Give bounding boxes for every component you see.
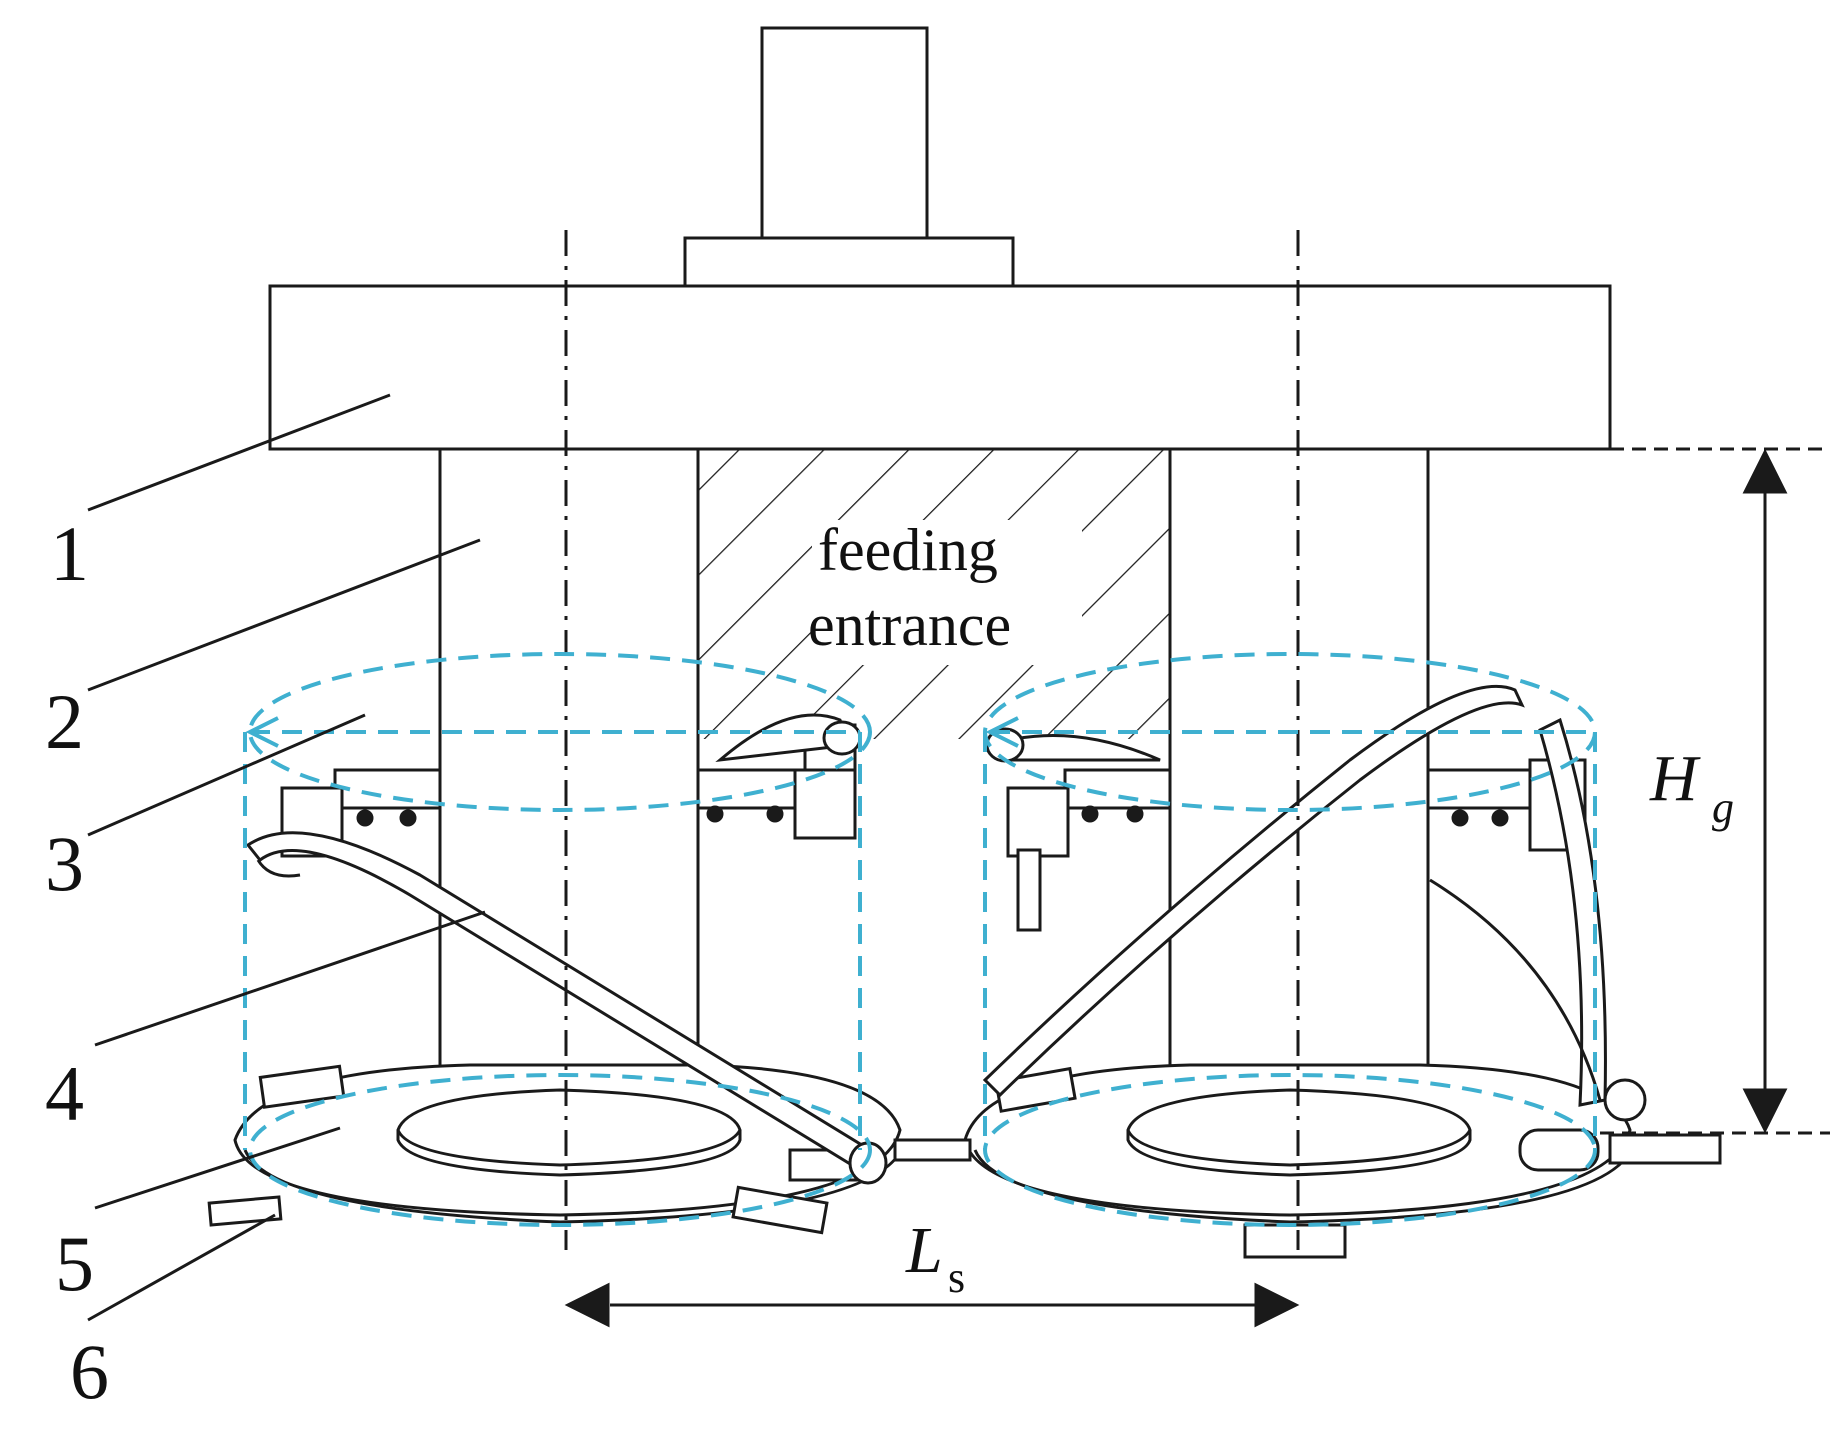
disc-link-bar xyxy=(893,1138,972,1162)
left-disc xyxy=(207,1063,907,1235)
right-stirring-arm xyxy=(982,684,1647,1122)
height-subscript: g xyxy=(1712,783,1734,832)
leader-lines xyxy=(87,393,486,1322)
feeding-label-line2: entrance xyxy=(808,592,1011,658)
callout-2: 2 xyxy=(45,678,84,765)
spacing-subscript: s xyxy=(948,1253,965,1302)
callout-5: 5 xyxy=(55,1220,94,1307)
height-dimension xyxy=(1600,447,1830,1135)
frame-plate xyxy=(268,284,1612,451)
feeding-label-line1: feeding xyxy=(818,517,998,583)
callout-4: 4 xyxy=(45,1050,84,1137)
feeding-label-bg xyxy=(812,520,1082,665)
flow-path-left xyxy=(243,652,872,1227)
left-column xyxy=(438,447,700,1126)
spacing-dimension xyxy=(564,1282,1300,1328)
callout-6: 6 xyxy=(70,1328,109,1415)
height-symbol: H xyxy=(1649,742,1701,815)
spacing-symbol: L xyxy=(905,1214,943,1287)
callout-1: 1 xyxy=(50,510,89,597)
left-stirring-arm xyxy=(245,831,888,1185)
callout-3: 3 xyxy=(45,820,84,907)
motor-base xyxy=(683,236,1015,288)
flow-path-right xyxy=(983,652,1597,1227)
motor-block xyxy=(760,26,929,240)
